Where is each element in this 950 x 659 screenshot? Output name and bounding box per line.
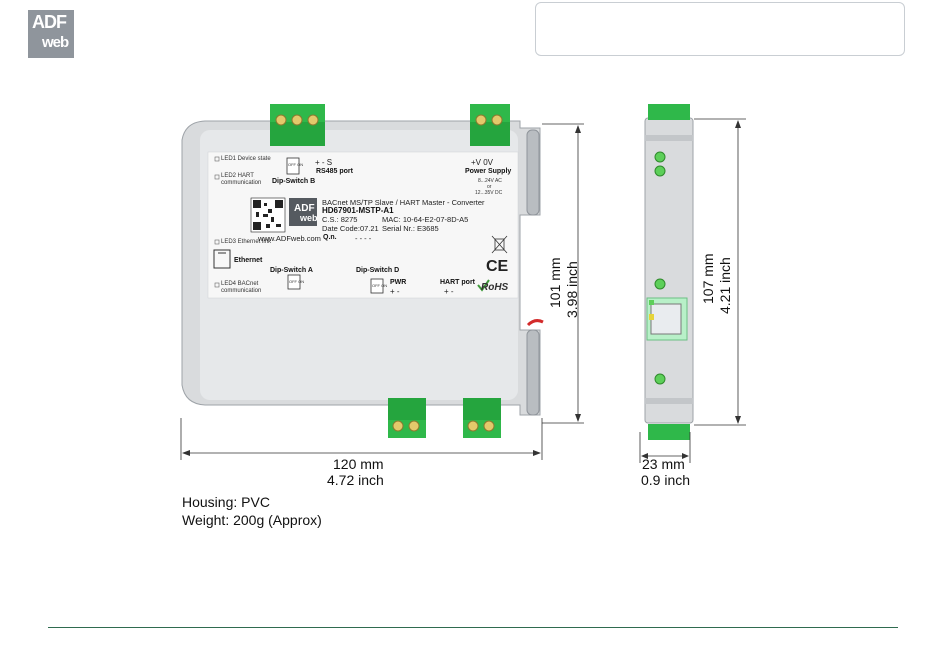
led4-indicator — [214, 282, 220, 288]
depth-arrow-right — [682, 453, 689, 459]
product-model: HD67901-MSTP-A1 — [322, 206, 394, 215]
label-logo — [289, 198, 317, 226]
product-title: BACnet MS/TP Slave / HART Master - Conve… — [322, 198, 485, 207]
side-led-3 — [654, 278, 666, 290]
dip-switch-d — [370, 278, 384, 294]
rs485-signs: + - S — [315, 158, 333, 167]
weee-bin-icon — [491, 235, 508, 254]
width-arrow-right — [533, 450, 541, 456]
label-logo-adf: ADF — [294, 203, 315, 214]
qr-code — [250, 197, 286, 233]
led2-indicator — [214, 174, 220, 180]
front-height-arrow-bottom — [575, 414, 581, 422]
side-groove-bottom — [645, 398, 693, 404]
pwr-signs: + - — [390, 287, 400, 296]
dip-switch-b-label: Dip-Switch B — [272, 178, 316, 185]
ce-mark: CE — [486, 258, 509, 275]
housing-spec: Housing: PVC — [182, 494, 270, 510]
dip-switch-a-label: Dip-Switch A — [270, 267, 313, 274]
dip-switch-b — [286, 157, 300, 175]
dip-b-switch-text: OFF ON — [288, 162, 304, 167]
side-height-mm: 107 mm — [700, 253, 716, 304]
qn-label: Q.n. — [323, 234, 337, 241]
side-bottom-terminal — [648, 424, 690, 440]
side-top-terminal — [648, 104, 690, 120]
power-spec-2: or — [487, 184, 492, 190]
weight-spec: Weight: 200g (Approx) — [182, 512, 322, 528]
dip-switch-a — [287, 274, 301, 290]
led2-label-line1: LED2 HART — [221, 173, 254, 179]
side-housing — [644, 117, 694, 424]
led1-label: LED1 Device state — [221, 156, 271, 162]
side-led-1 — [654, 151, 666, 163]
power-spec-1: 8...24V AC — [478, 178, 502, 184]
width-inch: 4.72 inch — [327, 472, 384, 488]
led4-label-line2: communication — [221, 288, 262, 294]
side-led-4 — [654, 373, 666, 385]
din-clip-top — [526, 129, 540, 216]
power-supply-label: Power Supply — [465, 168, 512, 175]
led1-indicator — [214, 156, 220, 162]
adfweb-logo: ADF web — [28, 10, 74, 58]
led4-label-line1: LED4 BACnet — [221, 281, 259, 287]
power-terminal-block — [470, 104, 510, 146]
label-logo-web: web — [300, 213, 318, 223]
side-ethernet-port — [646, 297, 688, 341]
width-mm: 120 mm — [333, 456, 384, 472]
hart-port-label: HART port — [440, 279, 475, 286]
pwr-terminal-block — [388, 398, 426, 438]
logo-text-web: web — [42, 34, 69, 51]
power-signs: +V 0V — [471, 158, 494, 167]
hart-terminal-block — [463, 398, 501, 438]
header-info-box — [535, 2, 905, 56]
depth-inch: 0.9 inch — [641, 472, 691, 488]
red-arrow — [526, 319, 544, 327]
rs485-port-label: RS485 port — [316, 168, 353, 175]
front-height-arrow-top — [575, 125, 581, 133]
product-cs: C.S.: 8275 — [322, 215, 358, 224]
power-spec-3: 12...35V DC — [475, 190, 503, 196]
ethernet-port-outline — [213, 249, 231, 269]
side-groove-top — [645, 135, 693, 141]
footer-divider — [48, 627, 898, 628]
dip-switch-d-label: Dip-Switch D — [356, 267, 400, 274]
front-height-inch: 3.98 inch — [564, 261, 580, 318]
website-text: www.ADFweb.com — [258, 234, 321, 243]
ethernet-label: Ethernet — [234, 257, 263, 264]
rohs-check-icon — [477, 279, 490, 292]
dip-d-switch-text: OFF ON — [372, 283, 388, 288]
hart-signs: + - — [444, 287, 454, 296]
din-clip-bottom — [526, 329, 540, 416]
led3-indicator — [214, 239, 220, 245]
side-height-inch: 4.21 inch — [717, 257, 733, 314]
side-height-arrow-bottom — [735, 416, 741, 424]
dip-a-switch-text: OFF ON — [289, 279, 305, 284]
led3-label: LED3 Ethernet link — [221, 239, 272, 245]
width-arrow-left — [182, 450, 190, 456]
product-mac: MAC: 10-64-E2-07-8D-A5 — [382, 215, 469, 224]
logo-text-adf: ADF — [32, 12, 67, 32]
depth-mm: 23 mm — [642, 456, 685, 472]
led2-label-line2: communication — [221, 180, 262, 186]
rohs-mark: RoHS — [481, 282, 509, 293]
pwr-label: PWR — [390, 279, 407, 286]
side-led-2 — [654, 165, 666, 177]
side-height-arrow-top — [735, 120, 741, 128]
qn-dashes: - - - - — [355, 234, 372, 243]
rs485-terminal-block — [270, 104, 325, 146]
depth-arrow-left — [641, 453, 648, 459]
product-date-code: Date Code:07.21 — [322, 224, 379, 233]
front-height-mm: 101 mm — [547, 257, 563, 308]
product-serial: Serial Nr.: E3685 — [382, 224, 439, 233]
